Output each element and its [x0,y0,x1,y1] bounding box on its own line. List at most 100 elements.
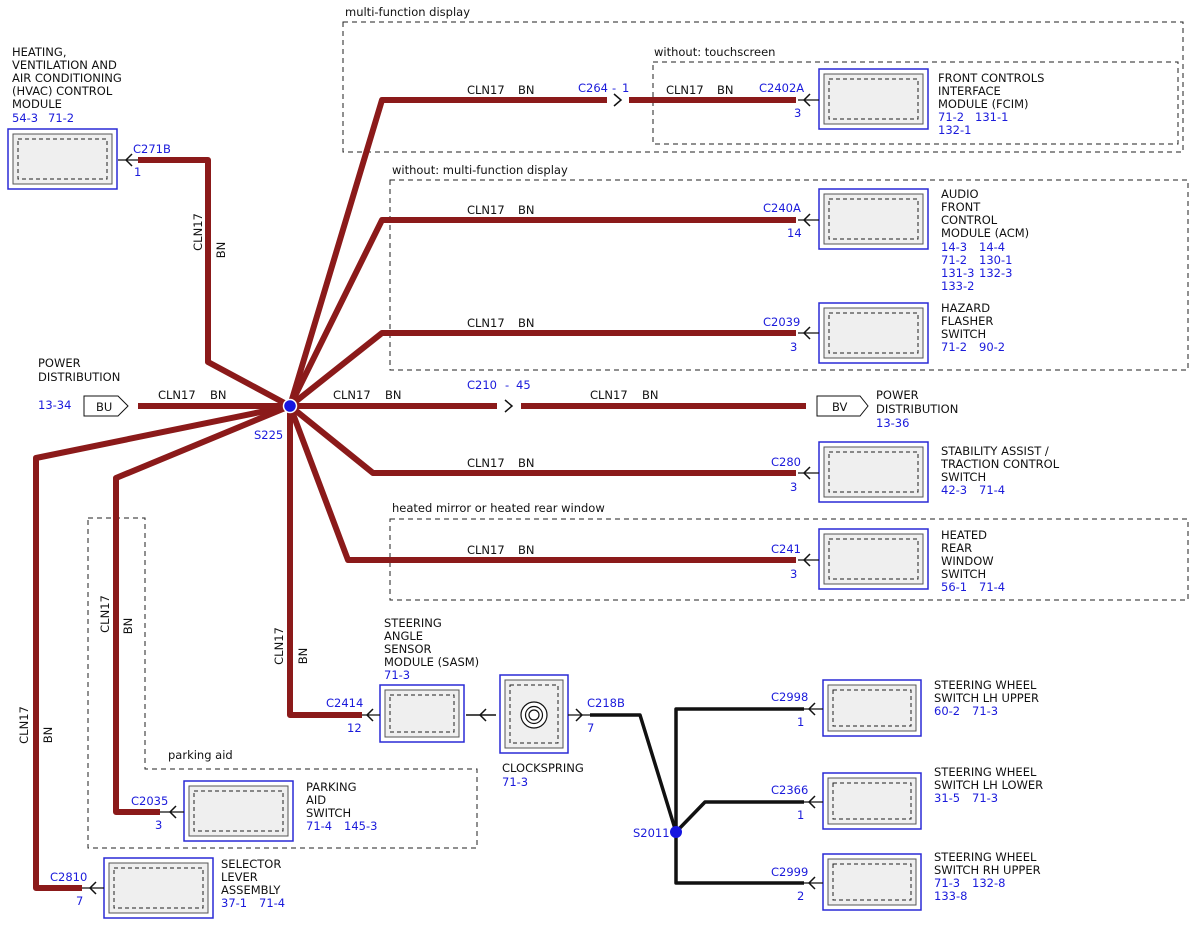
wire-label-color: BN [296,648,310,665]
wire-label-circuit: CLN17 [666,83,704,97]
parking-ref-2: 145-3 [344,819,377,833]
power-left-label-1: POWER [38,356,81,370]
swlu-label-1: STEERING WHEEL [934,678,1037,692]
sasm-connector: C2414 [326,696,363,710]
swll-label-2: SWITCH LH LOWER [934,778,1043,792]
parking-ref-1: 71-4 [306,819,332,833]
selector-label-2: LEVER [221,870,258,884]
hazard-ref-1: 71-2 [941,340,967,354]
splice-s2011-node [670,826,682,838]
hazard-pin: 3 [790,340,797,354]
inline-c210-pin: 45 [516,378,531,392]
inline-c210-dash: - [505,378,509,392]
selector-connector: C2810 [50,870,87,884]
fcim-ref-2: 131-1 [975,110,1008,124]
hazard-label-2: FLASHER [941,314,993,328]
power-right-label-1: POWER [876,388,919,402]
hazard-label-3: SWITCH [941,327,986,341]
splice-s2011-label: S2011 [633,826,670,840]
power-left-ref: 13-34 [38,398,71,412]
wire-hazard [288,330,796,409]
swll-connector: C2366 [771,783,808,797]
clockspring-pin: 7 [587,721,594,735]
acm-connector: C240A [763,201,801,215]
swlu-label-2: SWITCH LH UPPER [934,691,1039,705]
swll-pin: 1 [797,808,804,822]
swll-ref-1: 31-5 [934,791,960,805]
sasm-pin: 12 [347,721,362,735]
wire-sasm [287,406,362,718]
wire-label-circuit: CLN17 [467,316,505,330]
acm-ref-4: 130-1 [979,253,1012,267]
selector-ref-2: 71-4 [259,896,285,910]
fcim-label-3: MODULE (FCIM) [938,97,1029,111]
stability-ref-2: 71-4 [979,483,1005,497]
wire-acm [287,217,796,408]
region-without-mfd [389,179,1189,371]
wire-label-circuit: CLN17 [467,543,505,557]
region-label-touch: without: touchscreen [654,45,775,59]
sasm-label-1: STEERING [384,616,442,630]
swlu-pin: 1 [797,715,804,729]
acm-ref-3: 71-2 [941,253,967,267]
splice-s225-label: S225 [254,428,283,442]
acm-ref-5: 131-3 [941,266,974,280]
inline-arrow-icon [613,93,623,107]
stability-label-3: SWITCH [941,470,986,484]
heated-rear-ref-1: 56-1 [941,580,967,594]
wire-label-circuit: CLN17 [467,203,505,217]
parking-pin: 3 [155,818,162,832]
fcim-ref-3: 132-1 [938,123,971,137]
acm-label-1: AUDIO [941,187,979,201]
power-right-tag-shape [816,395,869,417]
acm-pin: 14 [787,226,802,240]
hvac-connector: C271B [133,142,171,156]
sasm-label-4: MODULE (SASM) [384,655,479,669]
parking-connector: C2035 [131,794,168,808]
heated-rear-label-4: SWITCH [941,567,986,581]
hvac-label-5: MODULE [12,97,62,111]
acm-label-2: FRONT [941,200,981,214]
power-left-label-2: DISTRIBUTION [38,370,120,384]
clockspring-label-1: CLOCKSPRING [502,761,584,775]
wire-label-color: BN [518,83,535,97]
inline-c264-pin: 1 [622,81,629,95]
hvac-ref-1: 54-3 [12,111,38,125]
power-right-tag: BV [832,400,848,414]
power-left-tag: BU [96,400,112,414]
wire-label-circuit: CLN17 [191,213,205,251]
wire-label-color: BN [214,242,228,259]
hvac-label-3: AIR CONDITIONING [12,71,122,85]
wire-label-color: BN [518,456,535,470]
wire-label-circuit: CLN17 [158,388,196,402]
hazard-ref-2: 90-2 [979,340,1005,354]
parking-label-1: PARKING [306,780,357,794]
fcim-label-1: FRONT CONTROLS [938,71,1044,85]
wire-label-color: BN [41,727,55,744]
stability-pin: 3 [790,480,797,494]
selector-pin: 7 [76,894,83,908]
acm-ref-7: 133-2 [941,279,974,293]
heated-rear-label-3: WINDOW [941,554,994,568]
swru-label-1: STEERING WHEEL [934,850,1037,864]
hvac-label-2: VENTILATION AND [12,58,117,72]
wire-heated-rear [287,404,796,563]
wire-swll [674,800,804,834]
hvac-ref-2: 71-2 [48,111,74,125]
region-label-mfd: multi-function display [345,5,470,19]
splice-s225-node [283,399,297,413]
swru-pin: 2 [797,889,804,903]
region-label-heated: heated mirror or heated rear window [392,501,605,515]
wire-label-circuit: CLN17 [272,627,286,665]
wire-selector [33,403,291,891]
wire-fcim-a [287,97,607,407]
clockspring-coil-icon [520,701,548,729]
hvac-pin: 1 [134,165,141,179]
wire-label-color: BN [518,316,535,330]
fcim-pin: 3 [794,106,801,120]
wire-label-color: BN [121,618,135,635]
stability-label-1: STABILITY ASSIST / [941,444,1049,458]
wire-label-circuit: CLN17 [333,388,371,402]
acm-ref-2: 14-4 [979,240,1005,254]
